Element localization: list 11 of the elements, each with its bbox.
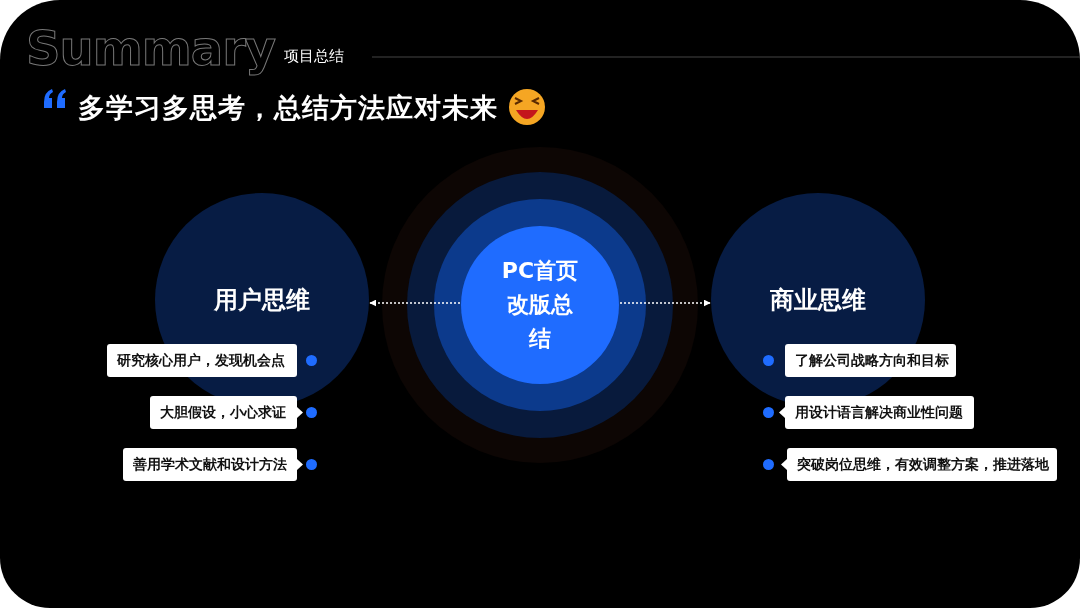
callout-box: 了解公司战略方向和目标 xyxy=(785,344,956,377)
callout-box: 用设计语言解决商业性问题 xyxy=(785,396,974,429)
dotted-arrow xyxy=(369,299,461,307)
title: Summary xyxy=(26,22,276,74)
callout-box: 研究核心用户，发现机会点 xyxy=(107,344,297,377)
callout-box: 大胆假设，小心求证 xyxy=(150,396,297,429)
callout-box: 善用学术文献和设计方法 xyxy=(123,448,297,481)
subtitle: 项目总结 xyxy=(284,46,344,66)
dotted-arrow xyxy=(619,299,711,307)
quote-text: 多学习多思考，总结方法应对未来 xyxy=(78,91,498,125)
callout-box: 突破岗位思维，有效调整方案，推进落地 xyxy=(787,448,1057,481)
